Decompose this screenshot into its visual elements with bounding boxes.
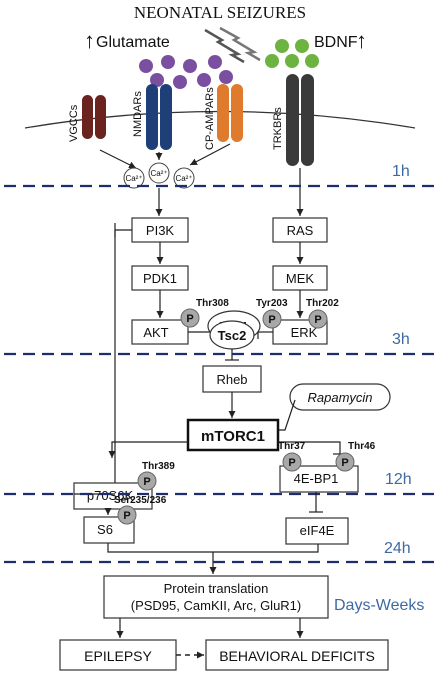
behavioral-deficits-node (205, 639, 389, 671)
bdnf-up-arrow: ↑ (356, 28, 367, 53)
protein-translation-node (103, 575, 329, 619)
vgcc-label: VGCCs (68, 104, 80, 142)
glutamate-molecules (139, 55, 233, 89)
cp-ampar-label: CP-AMPARs (204, 87, 216, 150)
erk-site-1: Tyr203 (256, 298, 288, 309)
akt-site: Thr308 (196, 298, 229, 309)
bdnf-molecules (265, 39, 319, 68)
4ebp1-site-2: Thr46 (348, 441, 376, 452)
erk-node (272, 319, 328, 345)
lightning-icon (204, 26, 261, 64)
nmdar-receptor (146, 84, 172, 150)
vgcc-receptor (82, 95, 106, 139)
akt-label: AKT (143, 325, 168, 340)
trkbr-label: TRKBRs (272, 107, 284, 150)
p70s6k-label: p70S6K (87, 488, 134, 503)
ras-node (272, 217, 328, 243)
eif4e-node (285, 517, 349, 545)
glutamate-label: Glutamate (96, 34, 170, 51)
pi3k-node (131, 217, 189, 243)
timepoint-12h: 12h (385, 471, 412, 488)
erk-site-2: Thr202 (306, 298, 339, 309)
timepoint-3h: 3h (392, 331, 410, 348)
mek-label: MEK (286, 271, 315, 286)
timepoint-days-weeks: Days-Weeks (334, 597, 424, 614)
mtorc1-label: mTORC1 (201, 428, 265, 445)
ca-label-1: Ca²⁺ (125, 174, 142, 183)
erk-phospho-2: P (314, 314, 321, 326)
trkbr-receptor (286, 74, 314, 166)
pdk1-label: PDK1 (143, 271, 177, 286)
4ebp1-label: 4E-BP1 (294, 471, 339, 486)
timepoint-24h: 24h (384, 540, 411, 557)
epilepsy-node (59, 639, 177, 671)
mek-node (272, 265, 328, 291)
erk-phospho-1: P (268, 314, 275, 326)
mtorc1-node (186, 418, 280, 452)
epilepsy-label: EPILEPSY (84, 648, 152, 664)
akt-phospho: P (186, 313, 193, 325)
diagram-title: NEONATAL SEIZURES (134, 3, 306, 22)
p70s6k-phospho: P (143, 476, 150, 488)
nmdar-label: NMDARs (132, 91, 144, 137)
p70s6k-site: Thr389 (142, 461, 175, 472)
behavioral-deficits-label: BEHAVIORAL DEFICITS (219, 648, 375, 664)
eif4e-label: eIF4E (300, 523, 335, 538)
cp-ampar-receptor (217, 84, 243, 142)
4ebp1-site-1: Thr37 (278, 441, 306, 452)
rheb-node (202, 365, 262, 393)
pi3k-label: PI3K (146, 223, 175, 238)
timepoint-1h: 1h (392, 163, 410, 180)
tsc2-label: Tsc2 (218, 328, 247, 343)
protein-translation-line1: Protein translation (164, 581, 269, 596)
rheb-label: Rheb (216, 372, 247, 387)
ras-label: RAS (287, 223, 314, 238)
glutamate-up-arrow: ↑ (84, 28, 95, 53)
s6-site: Ser235/236 (114, 495, 167, 506)
p70s6k-node (73, 482, 153, 510)
protein-translation-line2: (PSD95, CamKII, Arc, GluR1) (131, 598, 302, 613)
erk-label: ERK (291, 325, 318, 340)
ca-label-2: Ca²⁺ (150, 169, 167, 178)
4ebp1-phospho-1: P (288, 457, 295, 469)
s6-label: S6 (97, 522, 113, 537)
bdnf-label: BDNF (314, 34, 358, 51)
ca-label-3: Ca²⁺ (175, 174, 192, 183)
pdk1-node (131, 265, 189, 291)
rapamycin-label: Rapamycin (307, 390, 372, 405)
s6-phospho: P (123, 510, 130, 522)
4ebp1-phospho-2: P (341, 457, 348, 469)
rapamycin-node (289, 383, 391, 411)
